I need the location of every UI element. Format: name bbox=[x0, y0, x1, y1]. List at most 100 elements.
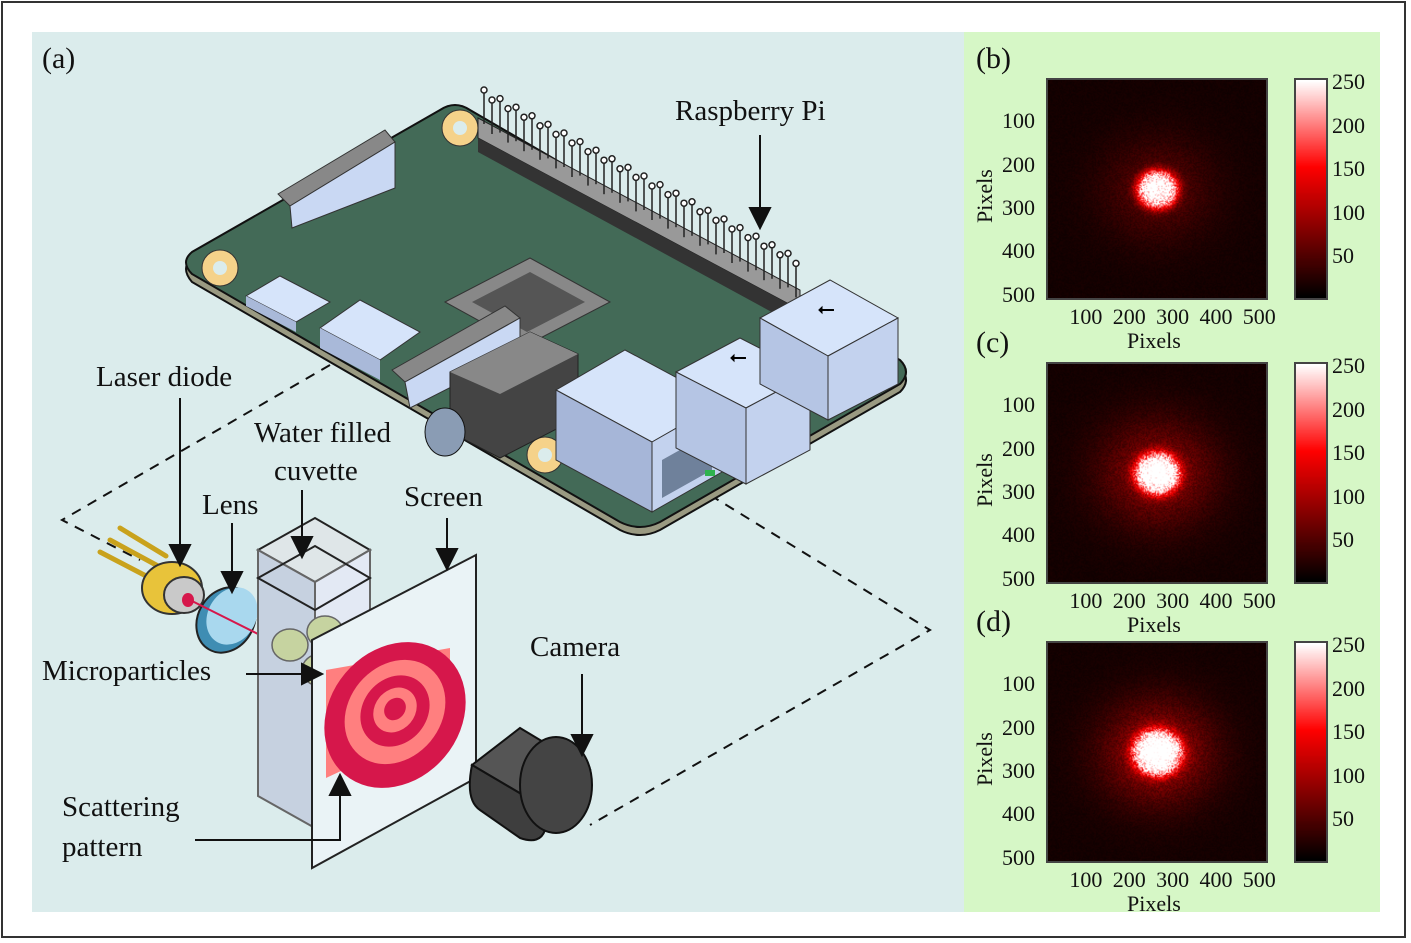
y-tick-label: 400 bbox=[1002, 522, 1035, 548]
mounting-holes bbox=[201, 109, 564, 474]
y-tick-label: 100 bbox=[1002, 392, 1035, 418]
colorbar-tick-label: 200 bbox=[1332, 675, 1365, 701]
label-camera: Camera bbox=[530, 631, 621, 663]
gpio-pin-tip bbox=[760, 242, 768, 250]
display-connector bbox=[277, 129, 396, 229]
panel-a-schematic: (a) bbox=[32, 32, 964, 912]
schematic-drawing: ⭠ ⭠ bbox=[59, 86, 932, 870]
gpio-pin-tip bbox=[784, 249, 792, 258]
projection-lines bbox=[59, 364, 932, 826]
power-and-hdmi-ports bbox=[244, 275, 421, 380]
y-tick-label: 500 bbox=[1002, 565, 1035, 591]
y-axis-label: Pixels bbox=[972, 169, 997, 223]
gpio-pin-tip bbox=[552, 130, 560, 139]
label-screen: Screen bbox=[404, 481, 483, 513]
panel-label-c: (c) bbox=[976, 326, 1010, 359]
gpio-pin-tip bbox=[504, 104, 512, 113]
colorbar-tick-label: 150 bbox=[1332, 440, 1365, 466]
colorbar-c bbox=[1294, 362, 1328, 584]
usb-icon: ⭠ bbox=[817, 296, 835, 321]
y-axis-label: Pixels bbox=[972, 732, 997, 786]
x-tick-label: 500 bbox=[1242, 304, 1276, 329]
colorbar-tick-label: 200 bbox=[1332, 112, 1365, 138]
gpio-pin-tip bbox=[480, 86, 488, 94]
x-tick-label: 100 bbox=[1069, 304, 1103, 329]
y-tick-label: 200 bbox=[1002, 714, 1035, 740]
gpio-pin-tip bbox=[792, 259, 800, 268]
label-lens: Lens bbox=[202, 489, 259, 521]
x-tick-label: 100 bbox=[1069, 588, 1103, 613]
x-tick-label: 300 bbox=[1156, 588, 1190, 613]
y-axis-label: Pixels bbox=[972, 453, 997, 507]
colorbar-tick-label: 250 bbox=[1332, 632, 1365, 658]
usb-ports bbox=[674, 279, 900, 485]
panel-label-b: (b) bbox=[976, 42, 1011, 75]
gpio-pin-tip bbox=[664, 190, 672, 199]
label-microparticles: Microparticles bbox=[42, 655, 212, 687]
gpio-pin-tip bbox=[768, 241, 776, 249]
gpio-header bbox=[477, 86, 801, 322]
y-tick-label: 500 bbox=[1002, 844, 1035, 870]
x-tick-label: 500 bbox=[1242, 588, 1276, 613]
gpio-pin-tip bbox=[576, 137, 584, 146]
gpio-pin-tip bbox=[512, 103, 520, 111]
x-axis-label: Pixels bbox=[1127, 891, 1181, 916]
x-tick-label: 300 bbox=[1156, 867, 1190, 892]
label-laser-diode: Laser diode bbox=[96, 361, 233, 393]
gpio-pin-tip bbox=[744, 233, 752, 242]
colorbar-tick-label: 100 bbox=[1332, 762, 1365, 788]
label-scattering-line1: Scattering bbox=[62, 791, 180, 823]
x-tick-label: 400 bbox=[1199, 867, 1233, 892]
gpio-pin-tip bbox=[600, 156, 608, 164]
gpio-pin-tip bbox=[712, 216, 720, 225]
gpio-pin-tip bbox=[704, 206, 712, 215]
y-tick-label: 500 bbox=[1002, 281, 1035, 307]
laser-diode bbox=[97, 525, 205, 615]
colorbar-tick-label: 150 bbox=[1332, 719, 1365, 745]
gpio-pin-tip bbox=[544, 120, 552, 129]
y-tick-label: 300 bbox=[1002, 758, 1035, 784]
gpio-pin-tip bbox=[520, 113, 528, 121]
x-tick-label: 200 bbox=[1112, 588, 1146, 613]
colorbar-tick-label: 100 bbox=[1332, 483, 1365, 509]
gpio-pin-tip bbox=[584, 147, 592, 156]
colorbar-tick-label: 100 bbox=[1332, 199, 1365, 225]
gpio-pin-tip bbox=[592, 146, 600, 154]
gpio-pin-tip bbox=[536, 122, 544, 130]
y-tick-label: 300 bbox=[1002, 479, 1035, 505]
lens bbox=[195, 586, 258, 654]
label-raspberry-pi: Raspberry Pi bbox=[675, 95, 826, 127]
usb-icon: ⭠ bbox=[729, 344, 747, 369]
gpio-pin-tip bbox=[616, 165, 624, 173]
gpio-pin-tip bbox=[728, 225, 736, 233]
panel-label-d: (d) bbox=[976, 605, 1011, 638]
label-scattering-line2: pattern bbox=[62, 831, 143, 863]
gpio-pin-tip bbox=[560, 129, 568, 137]
y-tick-label: 100 bbox=[1002, 108, 1035, 134]
x-axis-label: Pixels bbox=[1127, 612, 1181, 637]
gpio-pin-tip bbox=[752, 232, 760, 240]
y-tick-label: 400 bbox=[1002, 238, 1035, 264]
colorbar-b bbox=[1294, 78, 1328, 300]
colorbar-tick-label: 150 bbox=[1332, 156, 1365, 182]
colorbar-d bbox=[1294, 641, 1328, 863]
colorbar-tick-label: 250 bbox=[1332, 69, 1365, 95]
x-tick-label: 300 bbox=[1156, 304, 1190, 329]
colorbar-tick-label: 250 bbox=[1332, 353, 1365, 379]
x-tick-label: 100 bbox=[1069, 867, 1103, 892]
camera-connector bbox=[391, 305, 521, 409]
gpio-pin-tip bbox=[488, 96, 496, 104]
gpio-pin-tip bbox=[672, 189, 680, 197]
gpio-pin-tip bbox=[632, 173, 640, 182]
gpio-pin-tip bbox=[568, 139, 576, 147]
heatmap-image-c bbox=[1046, 362, 1268, 584]
heatmap-image-b bbox=[1046, 78, 1268, 300]
gpio-pin-tip bbox=[528, 112, 536, 120]
label-water-cuvette-line2: cuvette bbox=[274, 455, 358, 487]
audio-jack bbox=[424, 331, 579, 459]
y-tick-label: 200 bbox=[1002, 151, 1035, 177]
